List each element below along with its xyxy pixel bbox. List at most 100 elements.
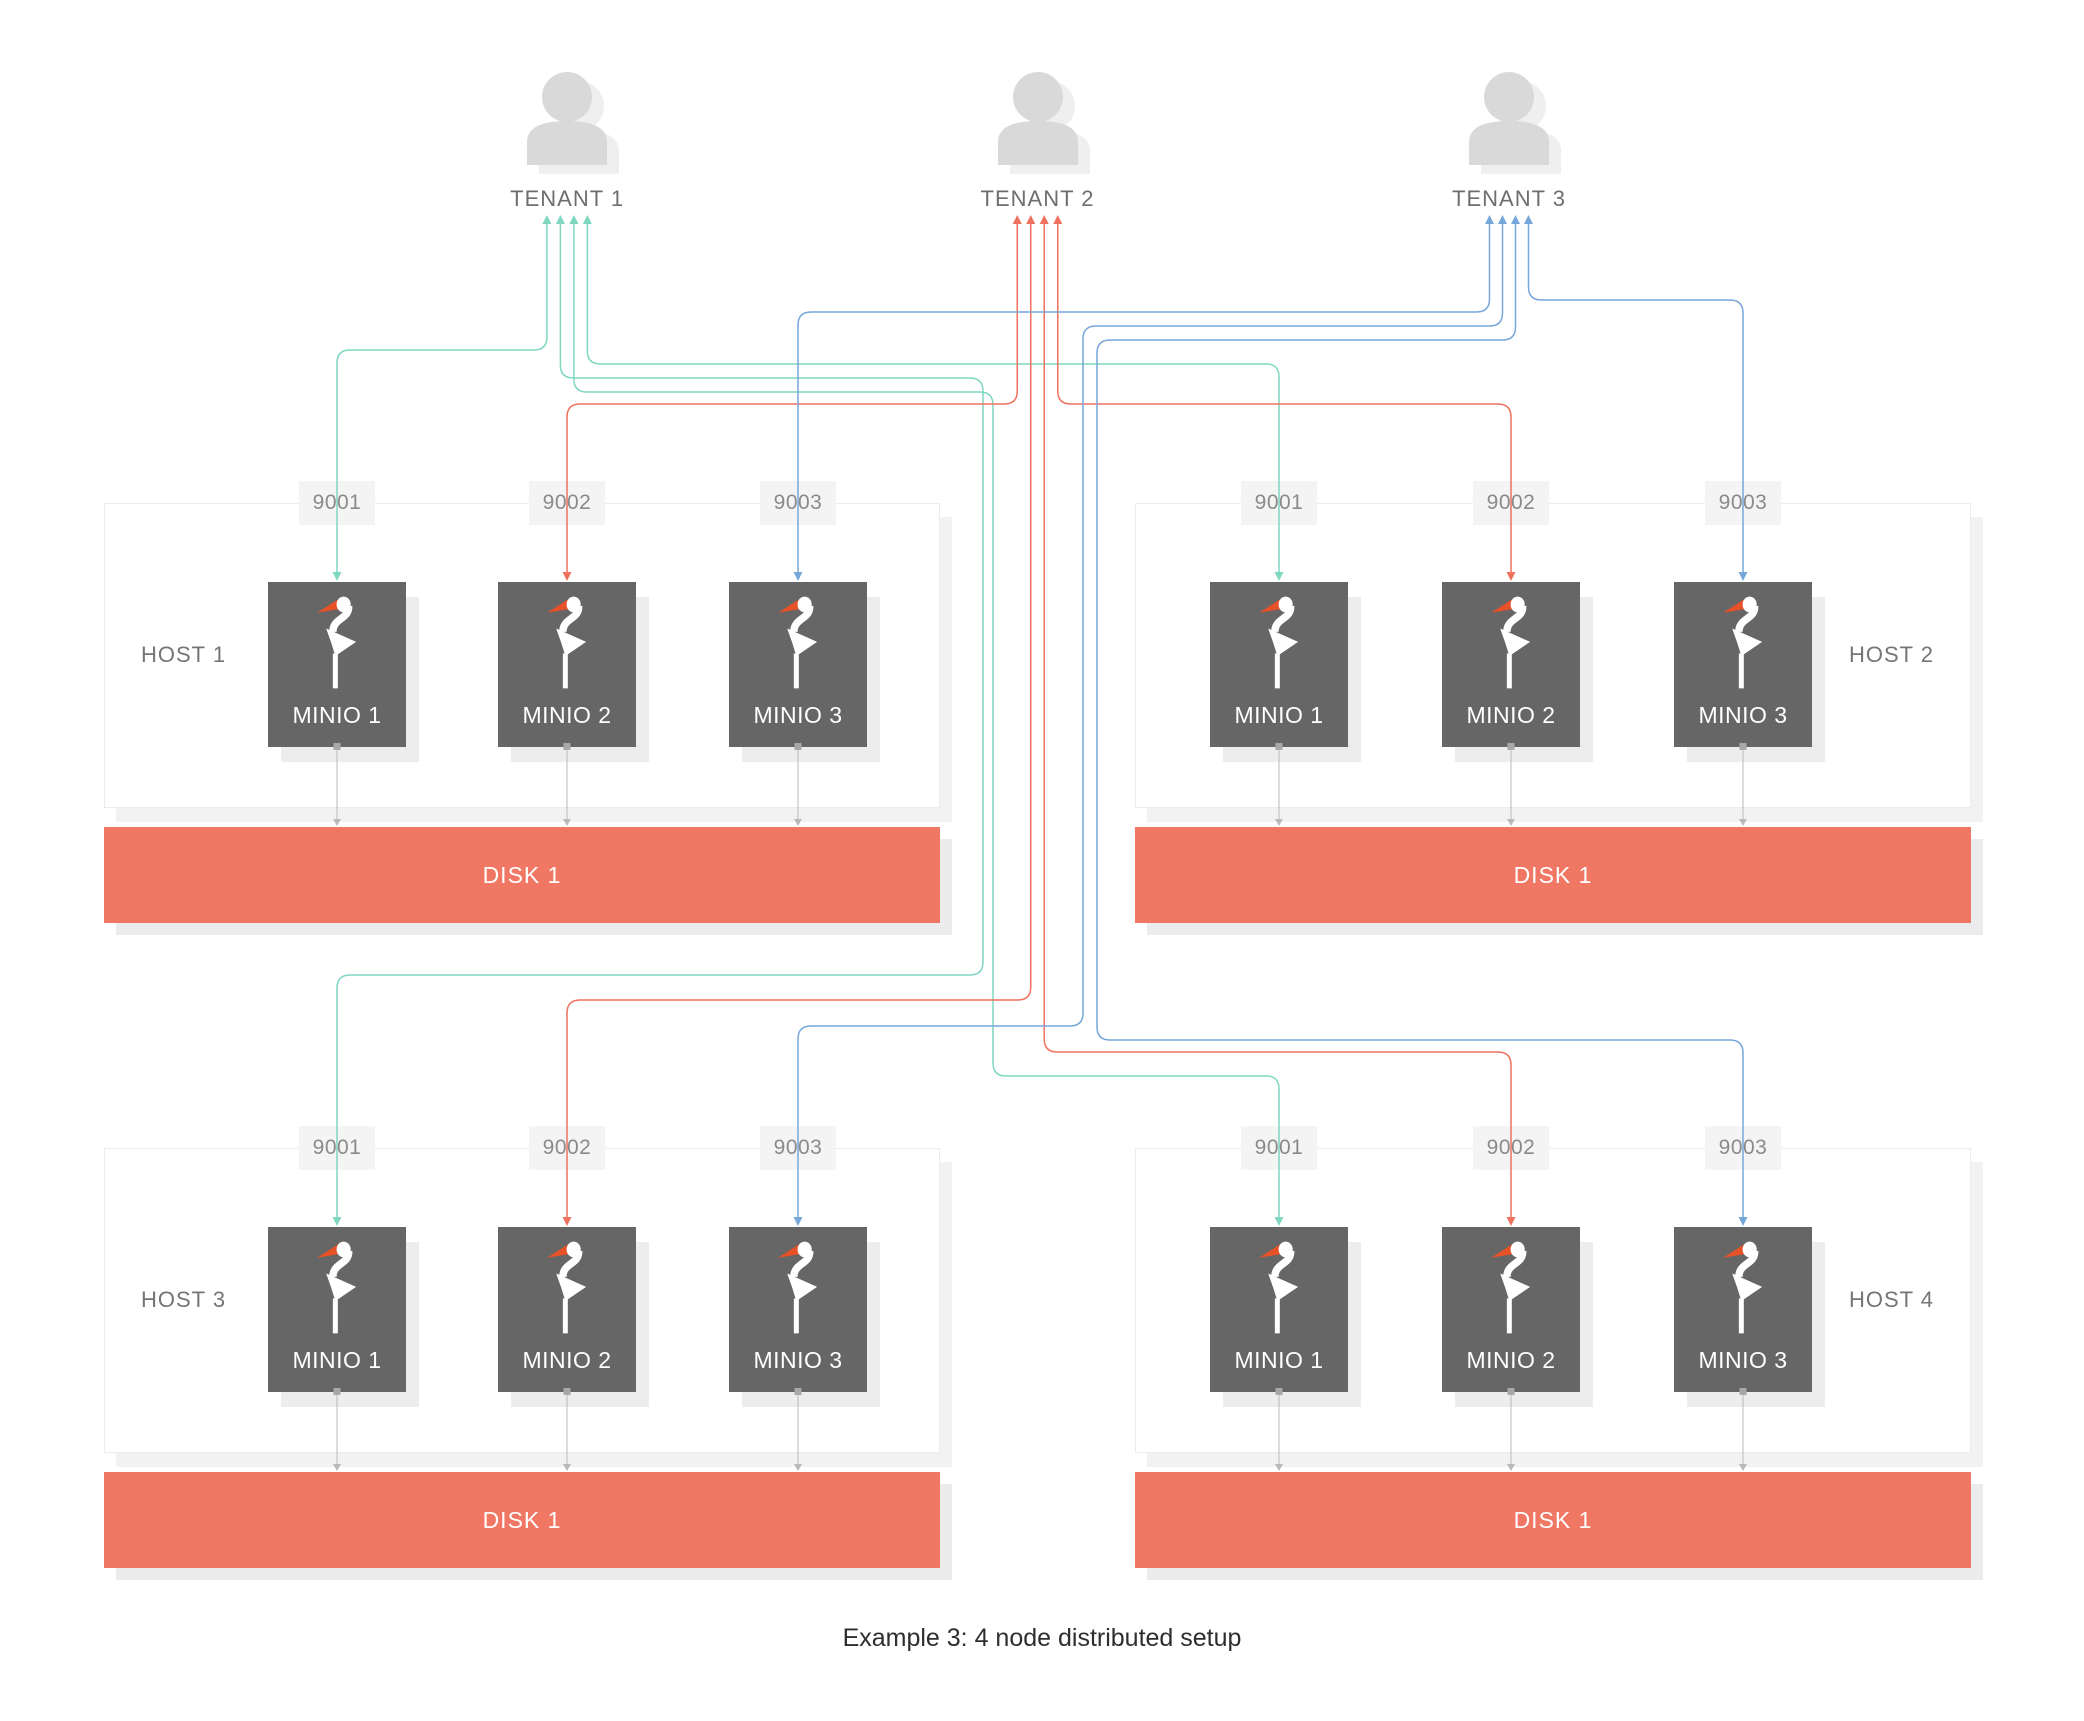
connector-tenant-1-host-4-9001-arrow-up bbox=[569, 215, 579, 224]
stork-beak bbox=[1723, 597, 1748, 613]
connector-tenant-3-host-4-9003 bbox=[1096, 224, 1744, 1217]
person-icon bbox=[997, 72, 1090, 174]
minio-label: MINIO 3 bbox=[1698, 702, 1788, 728]
host-1-disk-label: DISK 1 bbox=[482, 861, 562, 888]
host-4-minio-2: MINIO 2 bbox=[1442, 1227, 1580, 1392]
stork-wing bbox=[326, 1273, 357, 1301]
stork-leg bbox=[1738, 653, 1744, 689]
stork-logo-icon bbox=[1723, 1241, 1763, 1334]
host-1-minio-3-disk-link-arrow bbox=[794, 819, 802, 826]
host-4-minio-2-disk-link-arrow bbox=[1507, 1464, 1515, 1471]
host-1-port-9001-label: 9001 bbox=[312, 491, 362, 514]
stork-wing bbox=[1732, 628, 1763, 656]
stork-beak bbox=[1491, 1242, 1516, 1258]
tenant-3-label: TENANT 3 bbox=[1452, 186, 1566, 211]
minio-label: MINIO 2 bbox=[522, 702, 612, 728]
connector-tenant-1-host-1-9001-arrow-down bbox=[332, 572, 342, 581]
host-2-port-9001-label: 9001 bbox=[1254, 491, 1304, 514]
host-4-port-9001-label: 9001 bbox=[1254, 1136, 1304, 1159]
connector-tenant-2-host-1-9002-arrow-down bbox=[562, 572, 572, 581]
host-2-minio-1-disk-link-start bbox=[1275, 743, 1283, 750]
stork-wing bbox=[326, 628, 357, 656]
host-3-minio-3-disk-link-arrow bbox=[794, 1464, 802, 1471]
connector-tenant-1-host-2-9001 bbox=[586, 224, 1280, 572]
host-1-label: HOST 1 bbox=[141, 642, 227, 667]
stork-logo-icon bbox=[1259, 596, 1299, 689]
host-3-minio-2: MINIO 2 bbox=[498, 1227, 636, 1392]
stork-leg bbox=[332, 653, 338, 689]
stork-wing bbox=[787, 628, 818, 656]
minio-label: MINIO 1 bbox=[1234, 1347, 1324, 1373]
host-2-disk: DISK 1 bbox=[1135, 827, 1971, 923]
connector-tenant-3-host-3-9003-arrow-up bbox=[1498, 215, 1507, 224]
connector-tenant-3-host-3-9003-arrow-down bbox=[793, 1217, 803, 1226]
connector-tenant-2-host-3-9002 bbox=[566, 224, 1032, 1217]
host-2-label: HOST 2 bbox=[1848, 642, 1934, 667]
stork-leg bbox=[1738, 1298, 1744, 1334]
stork-beak bbox=[547, 597, 572, 613]
stork-beak bbox=[1723, 1242, 1748, 1258]
stork-neck bbox=[329, 1250, 353, 1278]
host-3-port-9003-label: 9003 bbox=[773, 1136, 823, 1159]
stork-beak bbox=[1259, 1242, 1284, 1258]
stork-beak bbox=[1491, 597, 1516, 613]
stork-neck bbox=[329, 605, 353, 633]
host-4-label: HOST 4 bbox=[1848, 1287, 1934, 1312]
stork-leg bbox=[1506, 1298, 1512, 1334]
minio-label: MINIO 1 bbox=[1234, 702, 1324, 728]
stork-neck bbox=[1735, 1250, 1759, 1278]
host-3-minio-3: MINIO 3 bbox=[729, 1227, 867, 1392]
tenant-1-label: TENANT 1 bbox=[510, 186, 625, 211]
connector-tenant-2-host-1-9002-arrow-up bbox=[1012, 215, 1022, 224]
connector-tenant-3-host-2-9003 bbox=[1527, 224, 1744, 572]
host-2-minio-1: MINIO 1 bbox=[1210, 582, 1348, 747]
stork-beak bbox=[547, 1242, 572, 1258]
host-1-minio-2-disk-link-arrow bbox=[563, 819, 571, 826]
connector-tenant-1-host-3-9001 bbox=[336, 224, 984, 1217]
stork-leg bbox=[1274, 653, 1280, 689]
person-icon-body bbox=[1469, 72, 1549, 165]
connector-tenant-2-host-4-9002-arrow-up bbox=[1039, 215, 1049, 224]
host-2-minio-2: MINIO 2 bbox=[1442, 582, 1580, 747]
connector-tenant-2-host-3-9002-arrow-down bbox=[562, 1217, 572, 1226]
minio-label: MINIO 3 bbox=[1698, 1347, 1788, 1373]
host-2-disk-label: DISK 1 bbox=[1513, 861, 1593, 888]
stork-logo-icon bbox=[1259, 1241, 1299, 1334]
connector-tenant-3-host-1-9003 bbox=[797, 224, 1491, 572]
host-1-minio-2: MINIO 2 bbox=[498, 582, 636, 747]
host-2-minio-3-disk-link-start bbox=[1739, 743, 1747, 750]
host-2-port-9002-label: 9002 bbox=[1486, 491, 1536, 514]
connector-tenant-1-host-1-9001 bbox=[336, 224, 548, 572]
host-1-minio-2-disk-link-start bbox=[563, 743, 571, 750]
connector-tenant-2-host-2-9002-arrow-down bbox=[1506, 572, 1516, 581]
person-icon bbox=[1469, 72, 1561, 174]
connector-tenant-1-host-2-9001-arrow-down bbox=[1274, 572, 1284, 581]
connector-tenant-1-host-3-9001-arrow-up bbox=[555, 215, 565, 224]
host-3-minio-2-disk-link-start bbox=[563, 1388, 571, 1395]
tenant-1 bbox=[487, 48, 647, 200]
host-1-minio-1-disk-link-arrow bbox=[333, 819, 341, 826]
connector-tenant-2-host-4-9002 bbox=[1043, 224, 1512, 1217]
stork-leg bbox=[562, 1298, 568, 1334]
host-4-minio-1-disk-link-start bbox=[1275, 1388, 1283, 1395]
stork-logo-icon bbox=[778, 596, 818, 689]
host-4-minio-3-disk-link-start bbox=[1739, 1388, 1747, 1395]
host-3-port-9001-label: 9001 bbox=[312, 1136, 362, 1159]
tenant-2 bbox=[958, 48, 1118, 200]
connector-tenant-3-host-2-9003-arrow-down bbox=[1738, 572, 1748, 581]
host-4-disk-label: DISK 1 bbox=[1513, 1506, 1593, 1533]
host-4-minio-3: MINIO 3 bbox=[1674, 1227, 1812, 1392]
connector-tenant-3-host-1-9003-arrow-down bbox=[793, 572, 803, 581]
stork-neck bbox=[1271, 1250, 1295, 1278]
stork-logo-icon bbox=[1723, 596, 1763, 689]
stork-wing bbox=[1500, 628, 1531, 656]
connector-tenant-2-host-2-9002 bbox=[1057, 224, 1512, 572]
person-icon-body bbox=[997, 72, 1078, 165]
connector-tenant-3-host-3-9003 bbox=[797, 224, 1504, 1217]
caption: Example 3: 4 node distributed setup bbox=[842, 1624, 1242, 1652]
host-3-disk-label: DISK 1 bbox=[482, 1506, 562, 1533]
stork-neck bbox=[559, 1250, 583, 1278]
